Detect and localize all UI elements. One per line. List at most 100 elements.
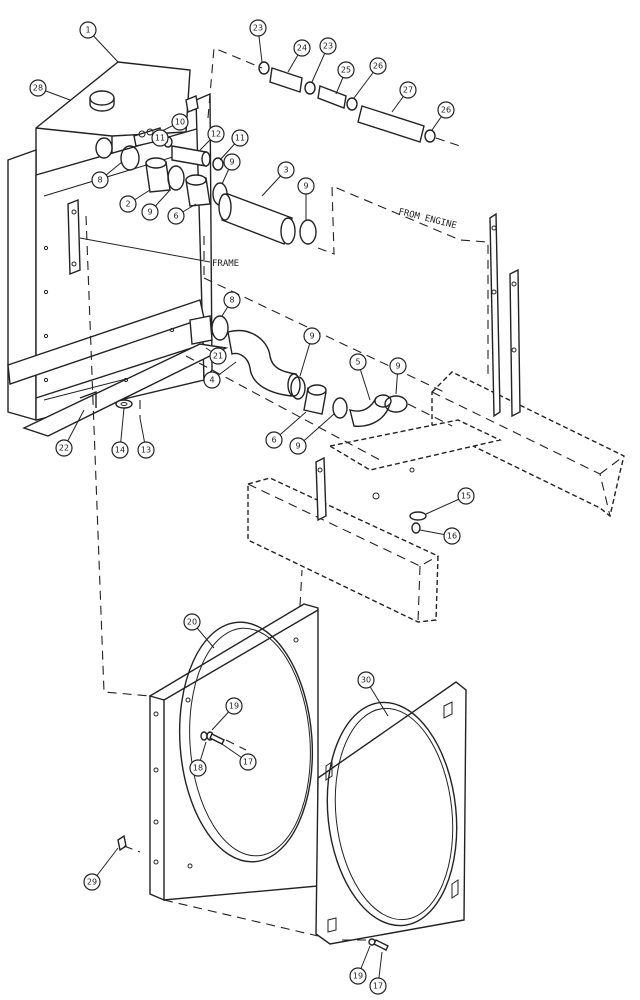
- bubble-circle: [293, 39, 311, 57]
- bubble-circle: [189, 759, 207, 777]
- part-number-label: 4: [209, 376, 214, 385]
- part-number-bubble: 10: [171, 113, 189, 131]
- part-number-label: 18: [193, 764, 203, 773]
- part-number-label: 19: [353, 972, 363, 981]
- bubble-circle: [457, 487, 475, 505]
- bubble-circle: [79, 21, 97, 39]
- part-number-bubble: 4: [203, 371, 221, 389]
- part-number-bubble: 17: [369, 977, 387, 995]
- part-number-label: 23: [323, 42, 333, 51]
- part-number-bubble: 20: [183, 613, 201, 631]
- from-engine-callout: FROM ENGINE: [397, 207, 457, 231]
- lower-hose-group: [189, 315, 408, 427]
- bubble-circle: [437, 101, 455, 119]
- part-number-label: 9: [395, 362, 400, 371]
- upper-hose-group: [120, 127, 317, 245]
- part-number-label: 20: [187, 618, 197, 627]
- part-number-label: 5: [355, 358, 360, 367]
- part-number-bubble: 14: [111, 441, 129, 459]
- part-number-label: 29: [87, 878, 97, 887]
- part-number-label: 11: [155, 134, 165, 143]
- bubble-circle: [357, 671, 375, 689]
- part-number-label: 1: [85, 26, 90, 35]
- part-number-bubble: 3: [277, 161, 295, 179]
- bubble-circle: [231, 129, 249, 147]
- part-number-label: 17: [373, 982, 383, 991]
- part-number-bubble: 23: [249, 19, 267, 37]
- bubble-circle: [29, 79, 47, 97]
- part-number-label: 13: [141, 446, 151, 455]
- part-number-bubble: 13: [137, 441, 155, 459]
- part-number-bubble: 5: [349, 353, 367, 371]
- bubble-circle: [209, 347, 227, 365]
- top-tube-group: [258, 61, 436, 143]
- part-number-bubble: 18: [189, 759, 207, 777]
- part-number-label: 6: [271, 436, 276, 445]
- part-number-bubble: 29: [83, 873, 101, 891]
- part-number-bubble: 23: [319, 37, 337, 55]
- part-number-label: 8: [97, 176, 102, 185]
- frame-callout: FRAME: [79, 237, 239, 269]
- part-number-bubble: 9: [223, 153, 241, 171]
- fan-shroud: [149, 603, 319, 902]
- part-number-label: 16: [447, 532, 457, 541]
- bubble-circle: [119, 195, 137, 213]
- part-number-bubble: 22: [55, 439, 73, 457]
- part-number-bubble: 26: [437, 101, 455, 119]
- part-number-label: 30: [361, 676, 371, 685]
- bubble-circle: [171, 113, 189, 131]
- bubble-circle: [111, 441, 129, 459]
- bubble-circle: [183, 613, 201, 631]
- bubble-circle: [151, 129, 169, 147]
- bubble-circle: [303, 327, 321, 345]
- bubble-circle: [239, 753, 257, 771]
- bubble-circle: [443, 527, 461, 545]
- part-number-label: 24: [297, 44, 307, 53]
- part-number-label: 15: [461, 492, 471, 501]
- bolt-29: [117, 834, 127, 852]
- bubble-circle: [223, 291, 241, 309]
- part-number-bubble: 6: [167, 207, 185, 225]
- part-number-bubble: 26: [369, 57, 387, 75]
- part-number-bubble: 19: [225, 697, 243, 715]
- part-number-label: 12: [211, 130, 221, 139]
- part-number-label: 9: [309, 332, 314, 341]
- part-number-bubble: 9: [297, 177, 315, 195]
- part-number-label: 9: [147, 208, 152, 217]
- part-number-bubble: 25: [337, 61, 355, 79]
- bubble-circle: [369, 57, 387, 75]
- part-number-bubble: 8: [91, 171, 109, 189]
- bubble-circle: [167, 207, 185, 225]
- bubble-circle: [369, 977, 387, 995]
- bubble-circle: [91, 171, 109, 189]
- part-number-bubble: 6: [265, 431, 283, 449]
- part-number-label: 26: [441, 106, 451, 115]
- bubble-circle: [55, 439, 73, 457]
- from-engine-label: FROM ENGINE: [397, 207, 457, 231]
- bubble-circle: [223, 153, 241, 171]
- part-number-bubble: 27: [399, 81, 417, 99]
- bubble-circle: [399, 81, 417, 99]
- part-number-bubble: 24: [293, 39, 311, 57]
- bubble-circle: [265, 431, 283, 449]
- part-number-label: 14: [115, 446, 125, 455]
- part-number-label: 28: [33, 84, 43, 93]
- bubble-circle: [249, 19, 267, 37]
- part-number-bubble: 1: [79, 21, 97, 39]
- bubble-circle: [137, 441, 155, 459]
- part-number-bubble: 9: [141, 203, 159, 221]
- bubble-circle: [207, 125, 225, 143]
- part-number-label: 19: [229, 702, 239, 711]
- part-number-bubble: 16: [443, 527, 461, 545]
- frame-label: FRAME: [212, 259, 239, 269]
- bubble-circle: [389, 357, 407, 375]
- part-number-bubble: 11: [231, 129, 249, 147]
- part-number-bubble: 12: [207, 125, 225, 143]
- bubble-circle: [141, 203, 159, 221]
- assembly-lines: [85, 47, 489, 941]
- bubble-circle: [277, 161, 295, 179]
- bubble-circle: [337, 61, 355, 79]
- part-number-label: 2: [125, 200, 130, 209]
